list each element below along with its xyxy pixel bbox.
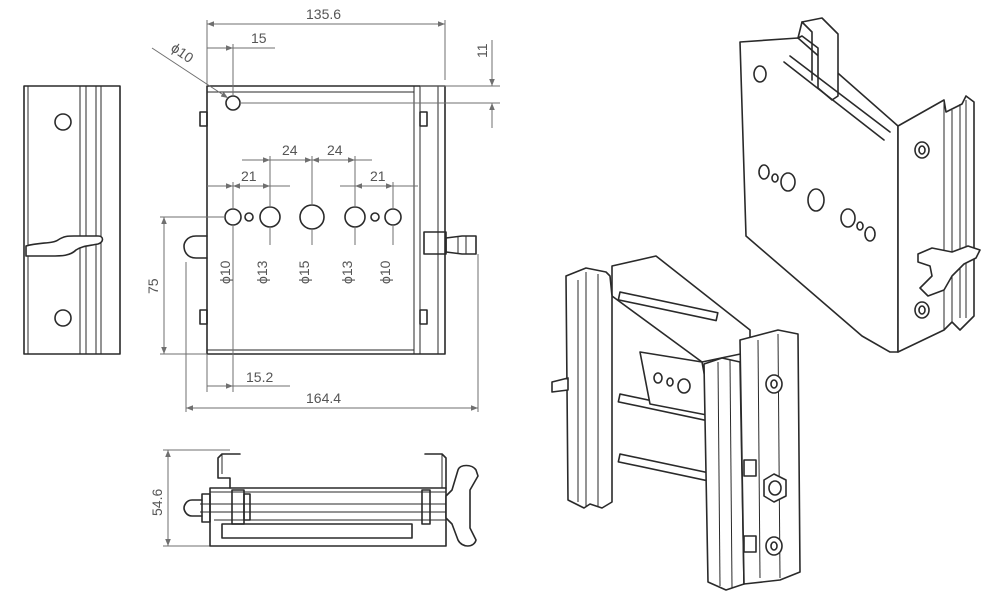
iso-view-top — [739, 17, 981, 353]
dim-total-width: 164.4 — [306, 390, 341, 406]
dim-height-from-bottom: 75 — [145, 278, 161, 294]
dimension-lines — [151, 20, 500, 547]
dim-spacing-inner-right: 21 — [370, 168, 386, 184]
hole-label-4: ϕ13 — [339, 260, 355, 284]
dim-spacing-inner-left: 21 — [241, 168, 257, 184]
front-view — [183, 85, 477, 355]
dim-bottom-height: 54.6 — [149, 489, 165, 516]
dim-hole-offset: 15 — [251, 30, 267, 46]
hole-label-5: ϕ10 — [377, 260, 393, 284]
hole-d13-left — [259, 206, 281, 228]
top-hole — [225, 95, 241, 111]
bottom-view — [183, 453, 479, 547]
wing-handle-icon — [25, 235, 104, 257]
hole-d10-right — [384, 208, 402, 226]
side-view — [23, 85, 121, 355]
iso-view-bottom — [551, 255, 801, 591]
hole-d10-left — [224, 208, 242, 226]
hole-label-1: ϕ10 — [217, 260, 233, 284]
dim-spacing-right: 24 — [327, 142, 343, 158]
hole-label-3: ϕ15 — [296, 260, 312, 284]
hole-d13-right — [344, 206, 366, 228]
hole-d15 — [299, 204, 325, 230]
dim-overall-width: 135.6 — [306, 6, 341, 22]
dim-spacing-left: 24 — [282, 142, 298, 158]
dim-bottom-offset: 15.2 — [246, 369, 273, 385]
hole-label-2: ϕ13 — [254, 260, 270, 284]
dim-top-offset: 11 — [474, 43, 490, 58]
